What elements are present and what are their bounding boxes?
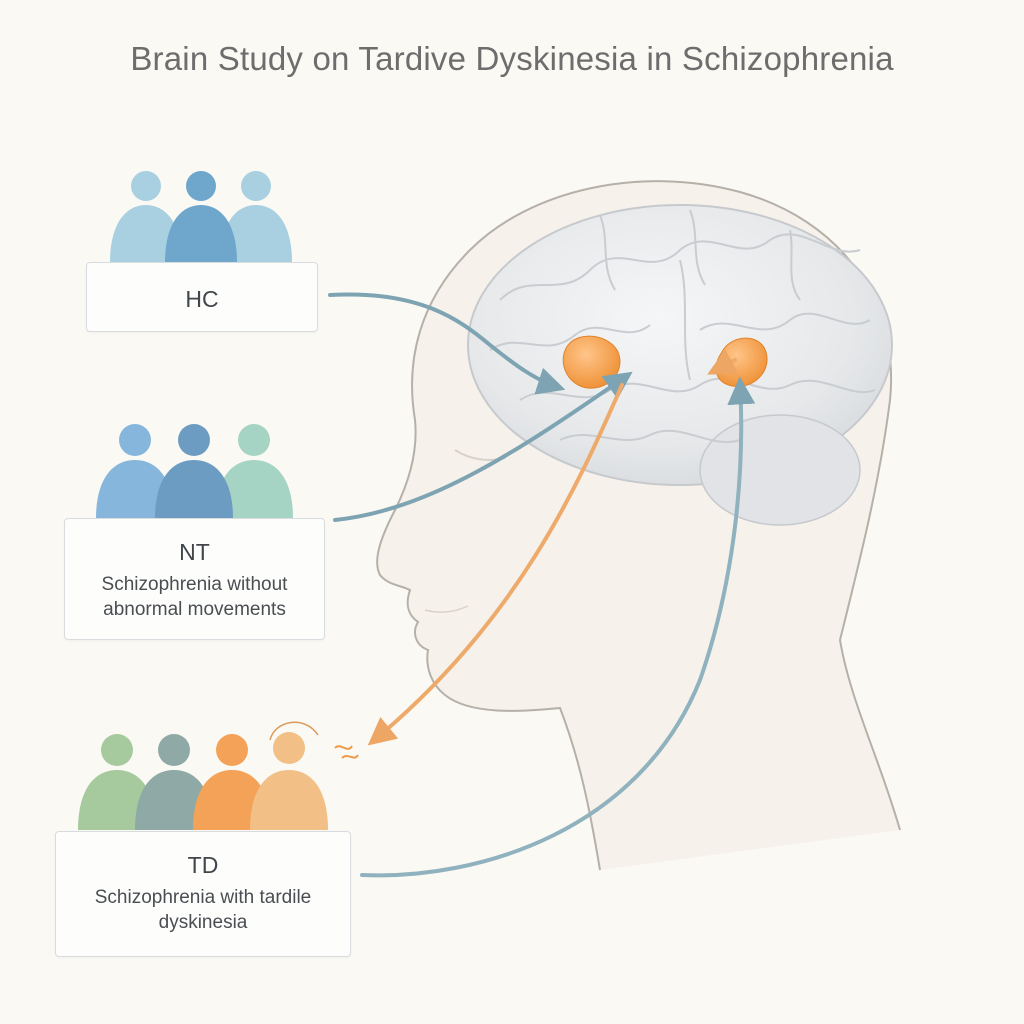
person-icon (96, 424, 174, 518)
person-icon (250, 721, 328, 830)
hc-group-box: HC (86, 262, 318, 332)
page-title: Brain Study on Tardive Dyskinesia in Sch… (130, 40, 894, 77)
nt-people-group (96, 424, 293, 518)
td-group-description: Schizophrenia with tardile dyskinesia (94, 887, 312, 933)
person-icon (155, 424, 233, 518)
person-icon (110, 171, 182, 262)
td-arrow (360, 376, 756, 878)
person-icon (215, 424, 293, 518)
hc-group-label: HC (185, 286, 219, 312)
brain-gyri (489, 209, 876, 443)
person-icon (165, 171, 237, 262)
cerebellum (699, 414, 861, 526)
connection-arrows (328, 292, 756, 878)
brain-to-td-arrow (367, 383, 624, 746)
td-group-box: TD Schizophrenia with tardile dyskinesia (55, 831, 351, 957)
nt-group-box: NT Schizophrenia without abnormal moveme… (64, 518, 325, 640)
hc-arrow (328, 292, 566, 395)
right-region-arrow (707, 349, 739, 375)
nt-group-description: Schizophrenia without abnormal movements (101, 574, 288, 620)
person-icon (220, 171, 292, 262)
td-group-label: TD (187, 852, 219, 878)
person-icon (135, 734, 213, 830)
tremor-icon (334, 745, 359, 759)
nt-group-label: NT (179, 539, 210, 565)
td-people-group (78, 721, 359, 830)
left-highlight-region (562, 335, 621, 389)
hc-people-group (110, 171, 292, 262)
nt-arrow (333, 371, 633, 522)
